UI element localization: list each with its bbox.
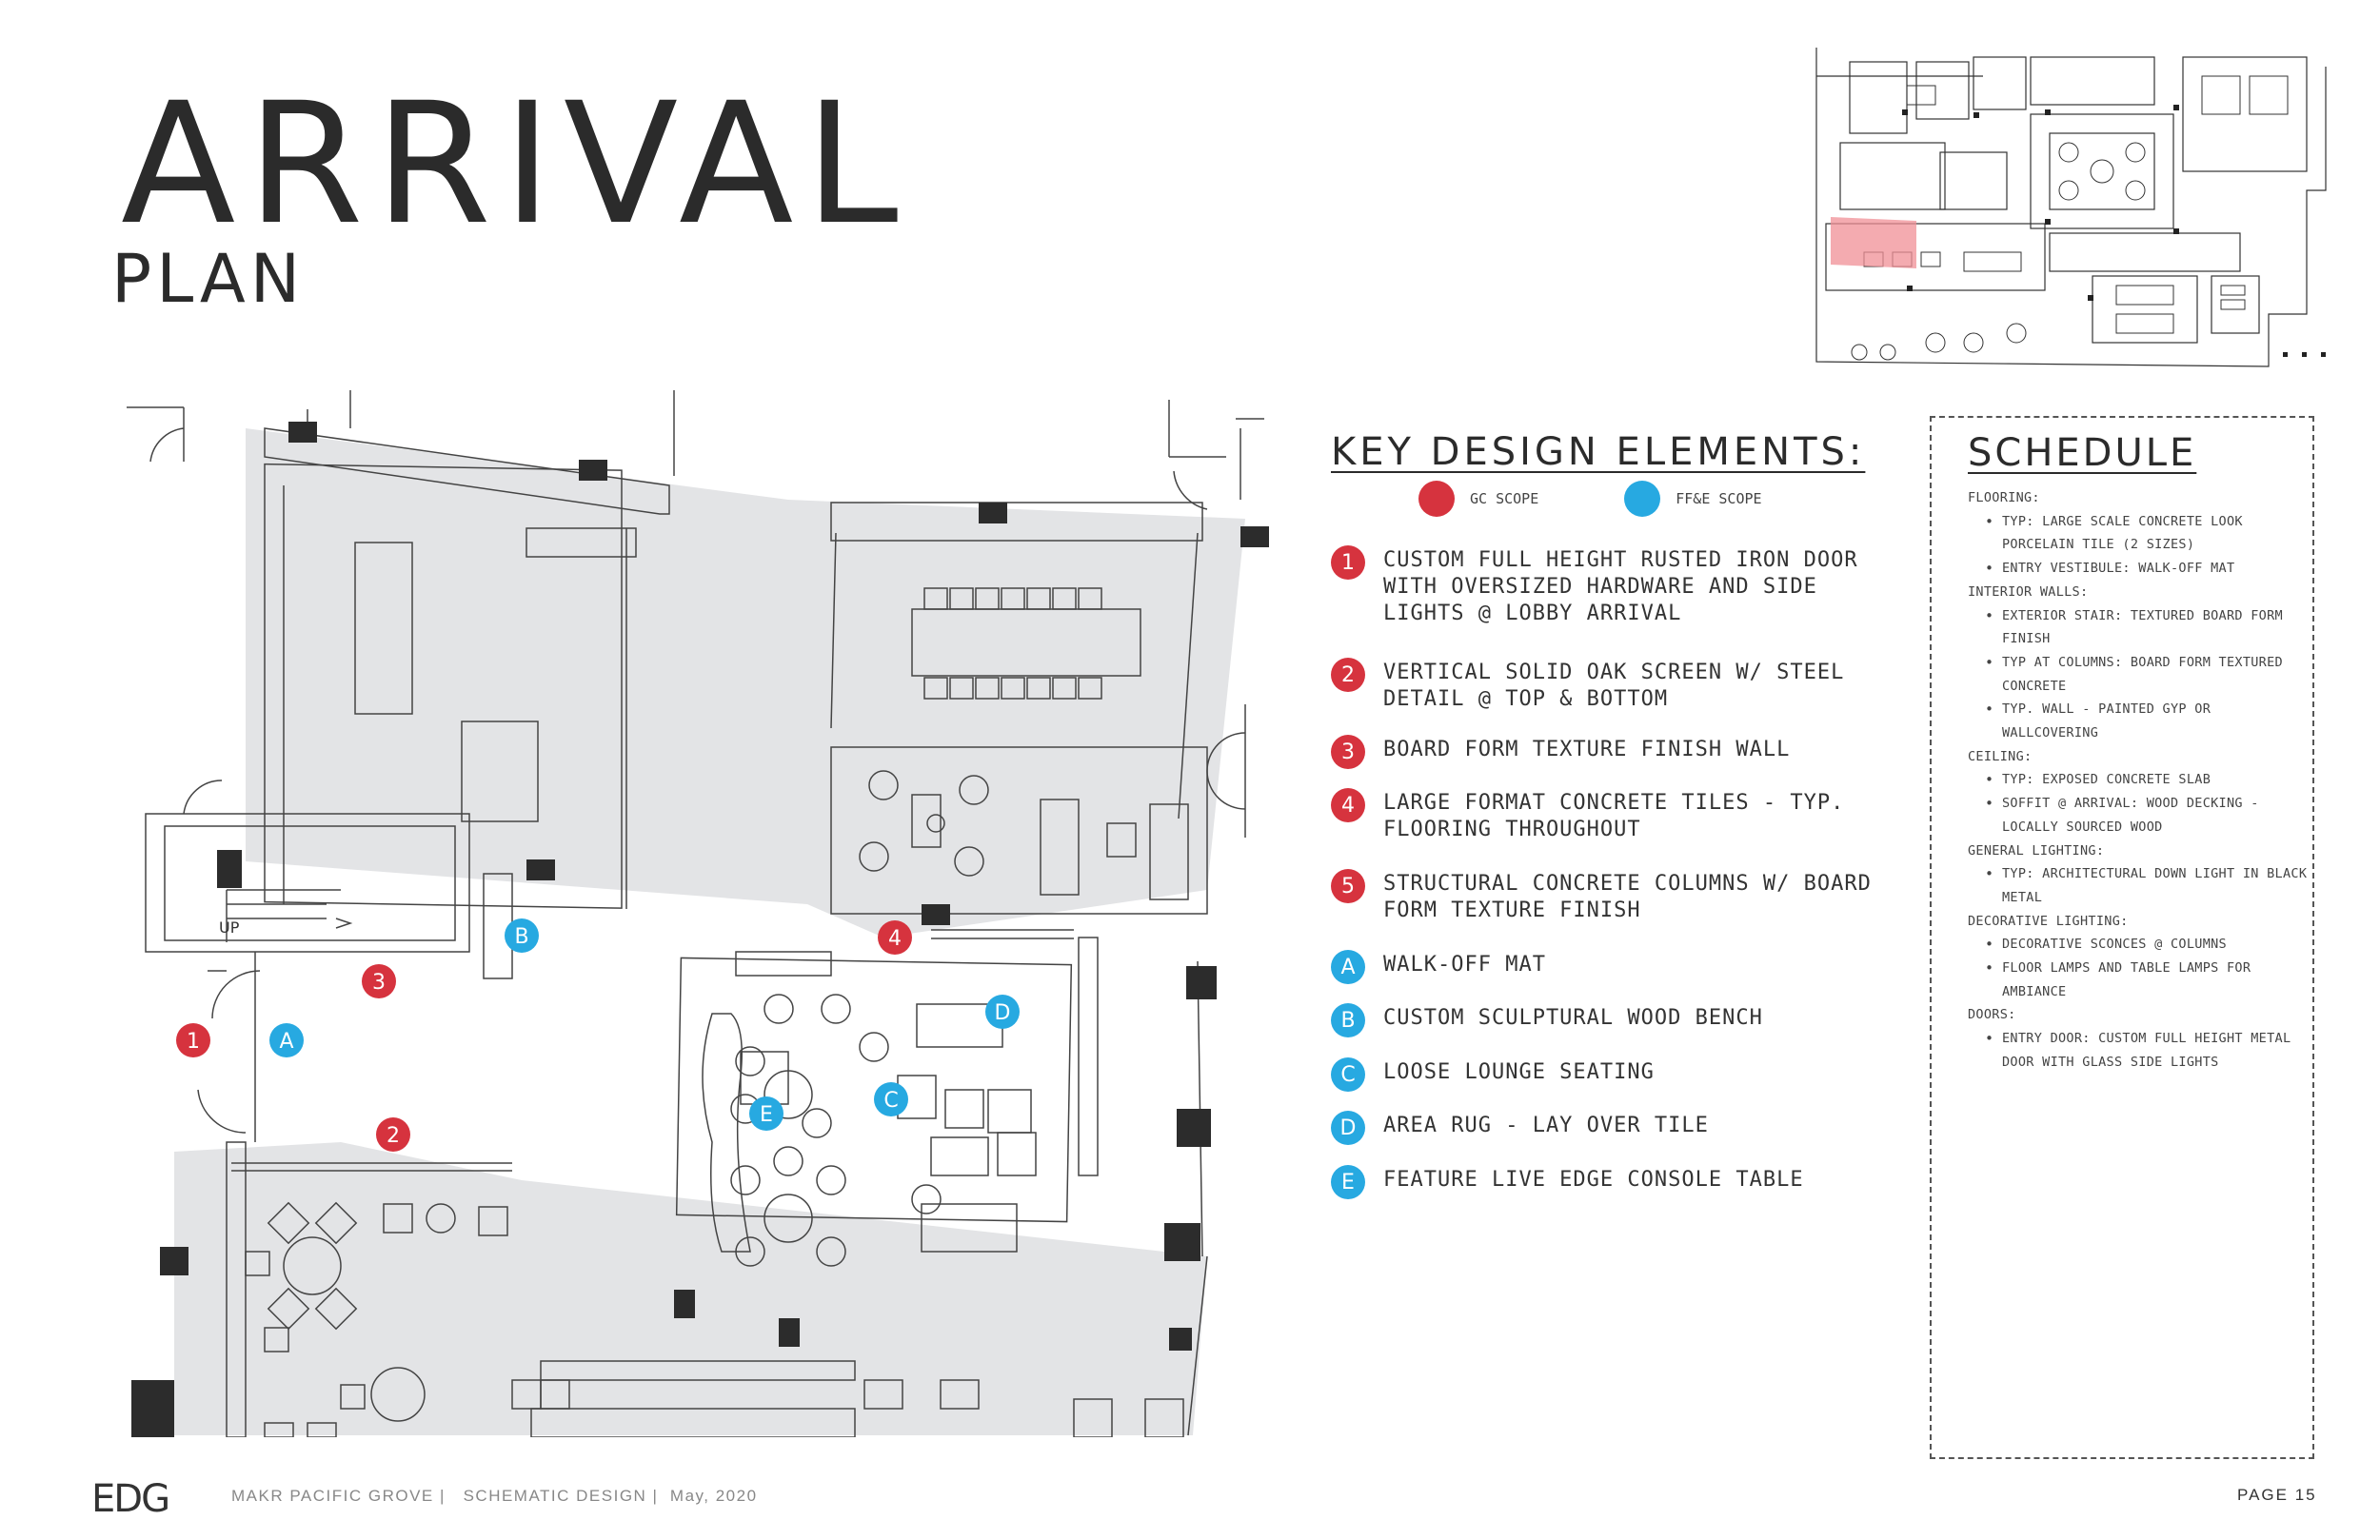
key-design-heading: KEY DESIGN ELEMENTS: bbox=[1331, 430, 1866, 474]
schedule-item: FLOOR LAMPS AND TABLE LAMPS FOR AMBIANCE bbox=[1968, 957, 2311, 1003]
schedule-item: TYP: EXPOSED CONCRETE SLAB bbox=[1968, 768, 2311, 792]
key-element-2: 2 VERTICAL SOLID OAK SCREEN W/ STEEL DET… bbox=[1331, 658, 1902, 713]
schedule-category: INTERIOR WALLS: bbox=[1968, 583, 2089, 600]
plan-callout-a: A bbox=[269, 1023, 304, 1057]
schedule-category: CEILING: bbox=[1968, 748, 2033, 764]
key-element-text: LOOSE LOUNGE SEATING bbox=[1383, 1060, 1655, 1084]
svg-text:A: A bbox=[279, 1030, 293, 1054]
key-element-c: C LOOSE LOUNGE SEATING bbox=[1331, 1057, 1902, 1092]
marker-badge: 4 bbox=[1331, 788, 1365, 822]
key-plan-highlight bbox=[1831, 217, 1916, 268]
schedule-panel: SCHEDULE FLOORING: TYP: LARGE SCALE CONC… bbox=[1930, 416, 2314, 1459]
marker-badge: A bbox=[1331, 950, 1365, 984]
marker-badge: B bbox=[1331, 1003, 1365, 1037]
marker-badge: E bbox=[1331, 1165, 1365, 1199]
plan-callout-c: C bbox=[874, 1082, 908, 1116]
schedule-category: DOORS: bbox=[1968, 1007, 2016, 1023]
key-element-text: CUSTOM SCULPTURAL WOOD BENCH bbox=[1383, 1006, 1763, 1030]
schedule-category: FLOORING: bbox=[1968, 490, 2040, 505]
schedule-item: SOFFIT @ ARRIVAL: WOOD DECKING - LOCALLY… bbox=[1968, 792, 2311, 839]
key-element-text: FEATURE LIVE EDGE CONSOLE TABLE bbox=[1383, 1168, 1804, 1192]
marker-badge: D bbox=[1331, 1111, 1365, 1145]
svg-text:E: E bbox=[760, 1103, 773, 1127]
schedule-item: ENTRY DOOR: CUSTOM FULL HEIGHT METAL DOO… bbox=[1968, 1027, 2311, 1074]
schedule-body: FLOORING: TYP: LARGE SCALE CONCRETE LOOK… bbox=[1968, 486, 2311, 1075]
key-element-text: LARGE FORMAT CONCRETE TILES - TYP. FLOOR… bbox=[1383, 791, 1845, 841]
key-element-text: STRUCTURAL CONCRETE COLUMNS W/ BOARD FOR… bbox=[1383, 872, 1872, 922]
gc-scope-swatch bbox=[1418, 481, 1455, 517]
schedule-item: ENTRY VESTIBULE: WALK-OFF MAT bbox=[1968, 557, 2311, 581]
marker-badge: 3 bbox=[1331, 735, 1365, 769]
footer-project-info: MAKR PACIFIC GROVE | SCHEMATIC DESIGN | … bbox=[231, 1487, 758, 1505]
schedule-category: DECORATIVE LIGHTING: bbox=[1968, 913, 2129, 929]
marker-badge: 2 bbox=[1331, 658, 1365, 692]
schedule-item: TYP: LARGE SCALE CONCRETE LOOK PORCELAIN… bbox=[1968, 510, 2311, 557]
ffe-scope-label: FF&E SCOPE bbox=[1676, 490, 1762, 507]
key-element-4: 4 LARGE FORMAT CONCRETE TILES - TYP. FLO… bbox=[1331, 788, 1902, 843]
schedule-item: EXTERIOR STAIR: TEXTURED BOARD FORM FINI… bbox=[1968, 604, 2311, 651]
edg-logo: EDG bbox=[91, 1477, 170, 1521]
key-element-b: B CUSTOM SCULPTURAL WOOD BENCH bbox=[1331, 1003, 1902, 1037]
marker-badge: 5 bbox=[1331, 869, 1365, 903]
marker-badge: 1 bbox=[1331, 545, 1365, 580]
ffe-scope-swatch bbox=[1624, 481, 1661, 517]
key-element-5: 5 STRUCTURAL CONCRETE COLUMNS W/ BOARD F… bbox=[1331, 869, 1902, 924]
plan-callout-e: E bbox=[749, 1096, 783, 1131]
svg-text:3: 3 bbox=[372, 971, 386, 995]
key-element-text: CUSTOM FULL HEIGHT RUSTED IRON DOOR WITH… bbox=[1383, 548, 1858, 625]
marker-badge: C bbox=[1331, 1057, 1365, 1092]
schedule-title: SCHEDULE bbox=[1968, 431, 2197, 475]
schedule-category: GENERAL LIGHTING: bbox=[1968, 842, 2105, 859]
key-element-text: WALK-OFF MAT bbox=[1383, 953, 1546, 977]
schedule-item: DECORATIVE SCONCES @ COLUMNS bbox=[1968, 933, 2311, 957]
schedule-item: TYP. WALL - PAINTED GYP OR WALLCOVERING bbox=[1968, 698, 2311, 744]
plan-callout-1: 1 bbox=[176, 1023, 210, 1057]
plan-callout-b: B bbox=[505, 918, 539, 953]
key-element-text: AREA RUG - LAY OVER TILE bbox=[1383, 1114, 1709, 1137]
page-number: PAGE 15 bbox=[2237, 1486, 2317, 1504]
stair-up-label: UP bbox=[219, 918, 240, 937]
scope-legend: GC SCOPE FF&E SCOPE bbox=[1418, 481, 1848, 517]
plan-callout-d: D bbox=[985, 995, 1020, 1029]
gc-scope-label: GC SCOPE bbox=[1470, 490, 1539, 507]
svg-text:2: 2 bbox=[387, 1124, 400, 1148]
svg-text:C: C bbox=[883, 1089, 898, 1113]
svg-text:D: D bbox=[995, 1001, 1011, 1025]
key-element-text: VERTICAL SOLID OAK SCREEN W/ STEEL DETAI… bbox=[1383, 661, 1845, 711]
page-title: ARRIVAL bbox=[121, 67, 910, 262]
key-element-a: A WALK-OFF MAT bbox=[1331, 950, 1902, 984]
key-element-1: 1 CUSTOM FULL HEIGHT RUSTED IRON DOOR WI… bbox=[1331, 545, 1902, 627]
key-element-3: 3 BOARD FORM TEXTURE FINISH WALL bbox=[1331, 735, 1902, 769]
key-element-e: E FEATURE LIVE EDGE CONSOLE TABLE bbox=[1331, 1165, 1902, 1199]
svg-text:4: 4 bbox=[888, 927, 902, 951]
plan-callout-3: 3 bbox=[362, 964, 396, 998]
schedule-item: TYP: ARCHITECTURAL DOWN LIGHT IN BLACK M… bbox=[1968, 862, 2311, 909]
schedule-item: TYP AT COLUMNS: BOARD FORM TEXTURED CONC… bbox=[1968, 651, 2311, 698]
svg-text:B: B bbox=[514, 925, 528, 949]
arrival-floor-plan: 1 2 3 4 A B C D bbox=[127, 390, 1269, 1437]
page-subtitle: PLAN bbox=[111, 240, 306, 318]
key-plan-thumbnail bbox=[1815, 48, 2327, 367]
plan-callout-4: 4 bbox=[878, 920, 912, 955]
key-element-d: D AREA RUG - LAY OVER TILE bbox=[1331, 1111, 1902, 1145]
svg-text:1: 1 bbox=[187, 1030, 200, 1054]
plan-callout-2: 2 bbox=[376, 1117, 410, 1152]
key-element-text: BOARD FORM TEXTURE FINISH WALL bbox=[1383, 738, 1791, 761]
